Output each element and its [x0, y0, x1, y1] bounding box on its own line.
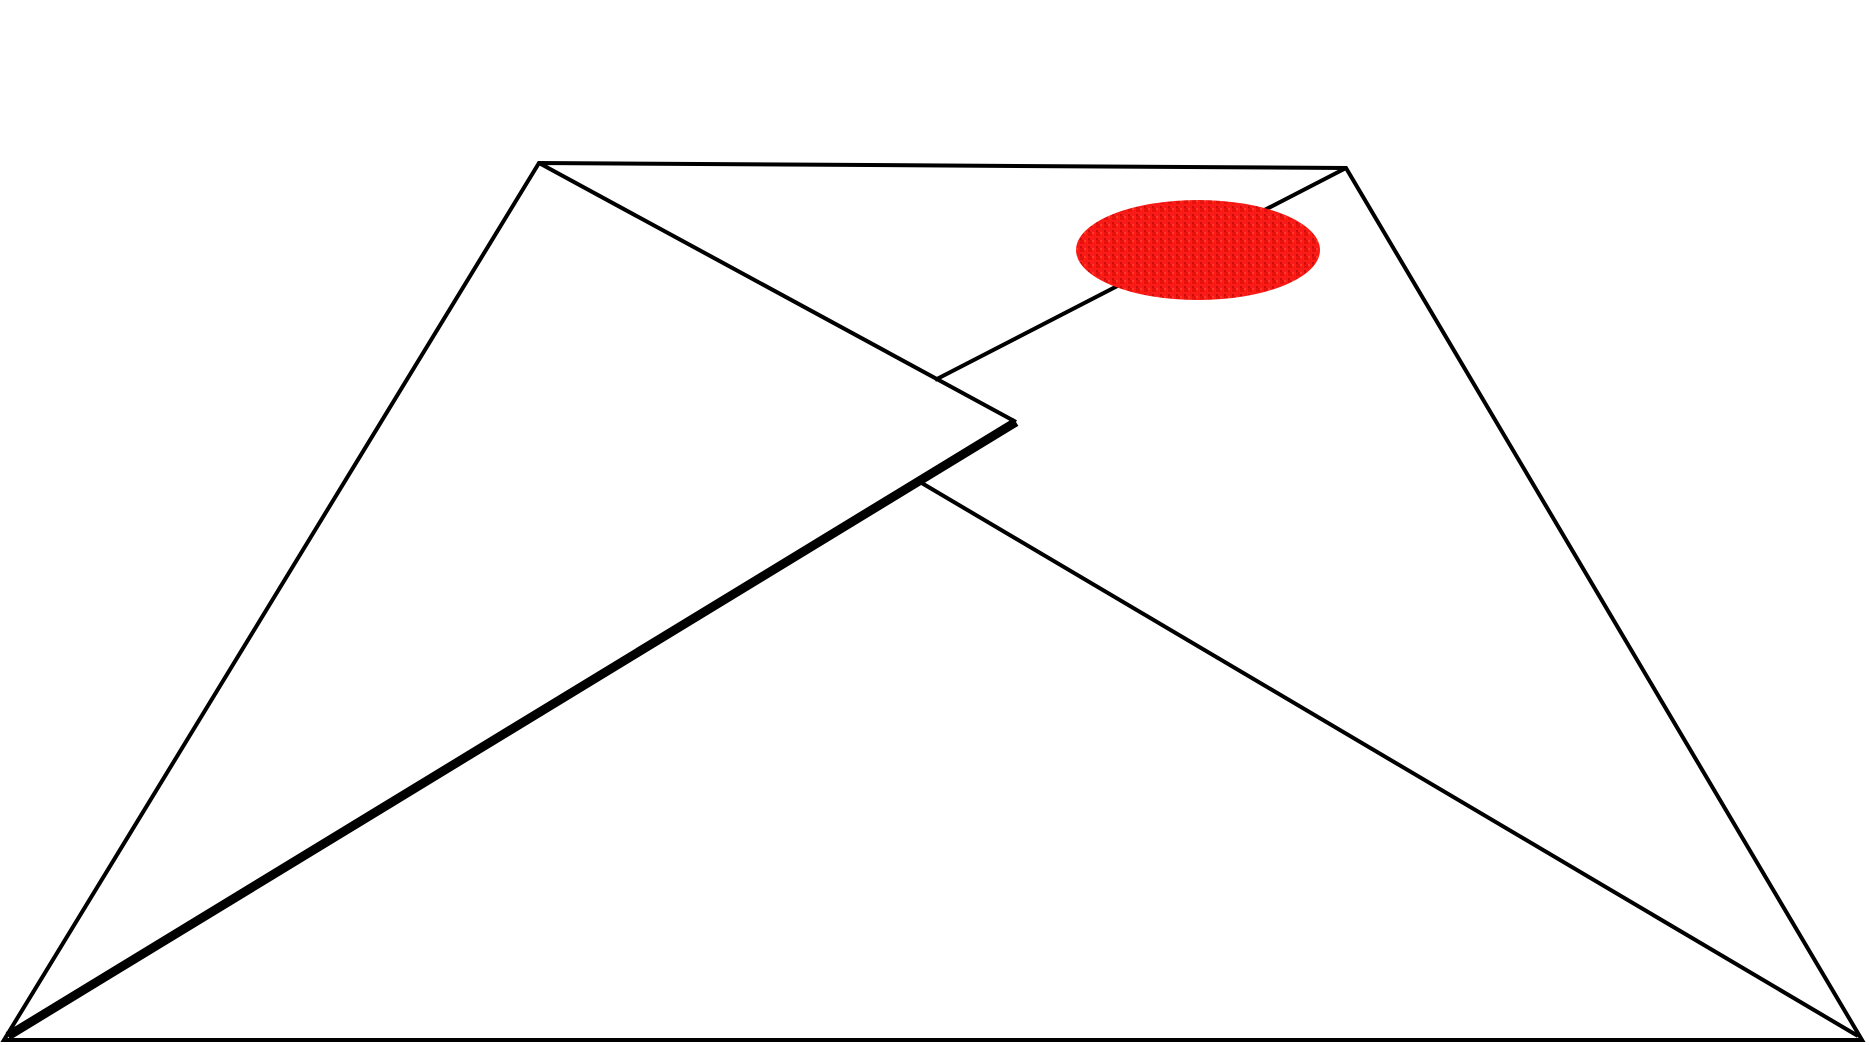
envelope-crossing-line: [918, 480, 1860, 1038]
envelope-flap-left-bottom: [5, 418, 1019, 1040]
wax-seal-icon: [1076, 200, 1320, 300]
envelope-flap-left-top: [538, 161, 1017, 424]
envelope-outline: [0, 160, 1866, 1042]
